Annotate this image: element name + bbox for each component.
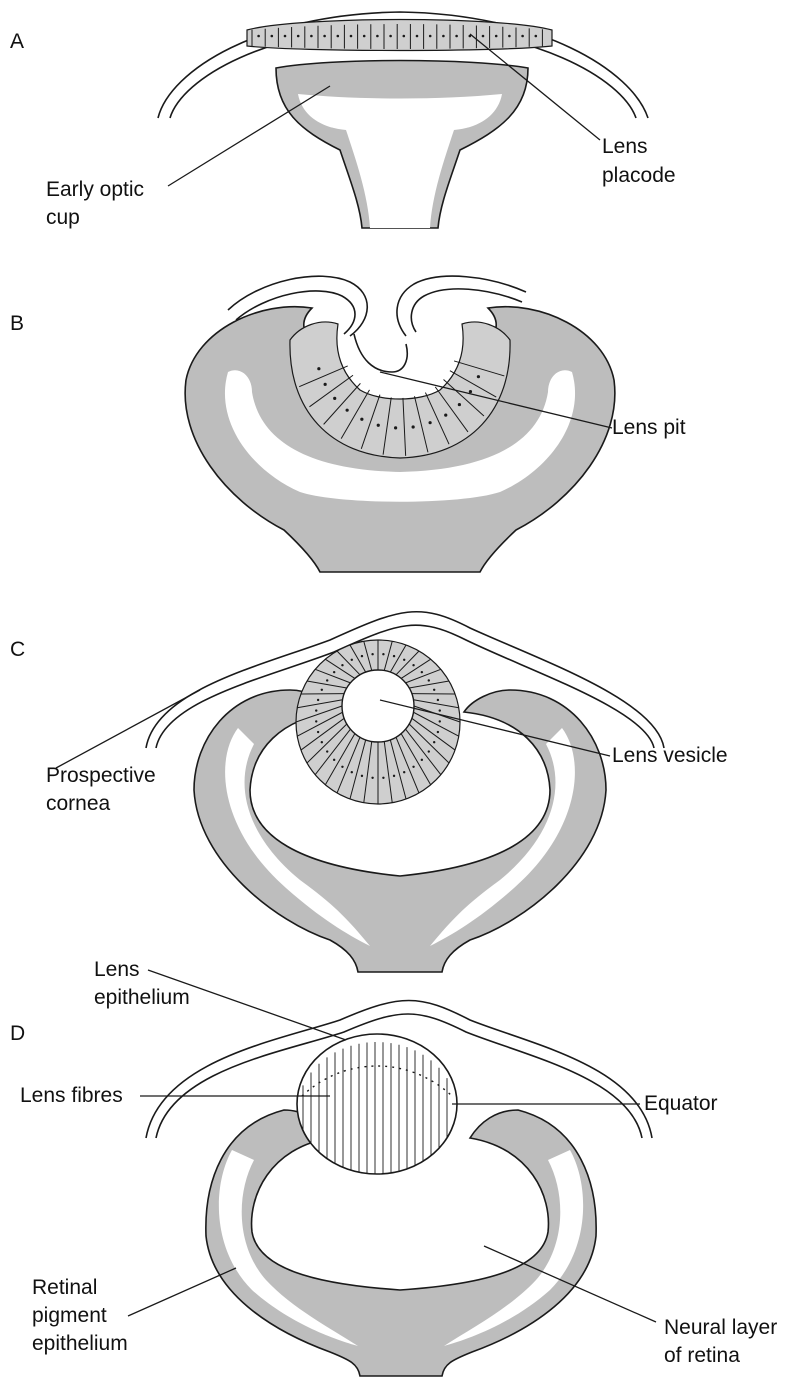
lens-vesicle [296,640,460,804]
label-lens-placode-1: Lens [602,135,648,158]
label-early-optic-cup-1: Early optic [46,178,144,201]
leader-retinal-pigment [128,1268,236,1316]
leader-prospective-cornea [56,690,200,768]
lens-placode [247,20,552,51]
panel-d: D Lens epithelium Lens fibres Equator Re… [10,958,777,1376]
label-lens-placode-2: placode [602,164,676,187]
label-retinal-pigment-2: pigment [32,1304,107,1327]
label-lens-fibres: Lens fibres [20,1084,123,1107]
label-lens-pit: Lens pit [612,416,686,439]
label-lens-epithelium-2: epithelium [94,986,190,1009]
panel-d-letter: D [10,1022,25,1045]
label-neural-layer-2: of retina [664,1344,740,1367]
leader-early-optic-cup [168,86,330,186]
label-prospective-cornea-2: cornea [46,792,111,815]
panel-c-letter: C [10,638,25,661]
label-lens-vesicle: Lens vesicle [612,744,728,767]
label-equator: Equator [644,1092,718,1115]
panel-b: B Lens pit [10,276,686,572]
panel-c: C Lens vesicle Prospective cornea [10,612,728,972]
panel-a-letter: A [10,30,24,53]
label-early-optic-cup-2: cup [46,206,80,229]
label-lens-epithelium-1: Lens [94,958,140,981]
panel-a: A Lens placode Early optic cup [10,12,676,229]
lens-pit-opening [354,334,407,372]
panel-b-letter: B [10,312,24,335]
early-optic-cup-cavity [298,94,502,228]
label-neural-layer-1: Neural layer [664,1316,777,1339]
label-prospective-cornea-1: Prospective [46,764,156,787]
label-retinal-pigment-1: Retinal [32,1276,97,1299]
lens-d [297,1034,457,1174]
label-retinal-pigment-3: epithelium [32,1332,128,1355]
